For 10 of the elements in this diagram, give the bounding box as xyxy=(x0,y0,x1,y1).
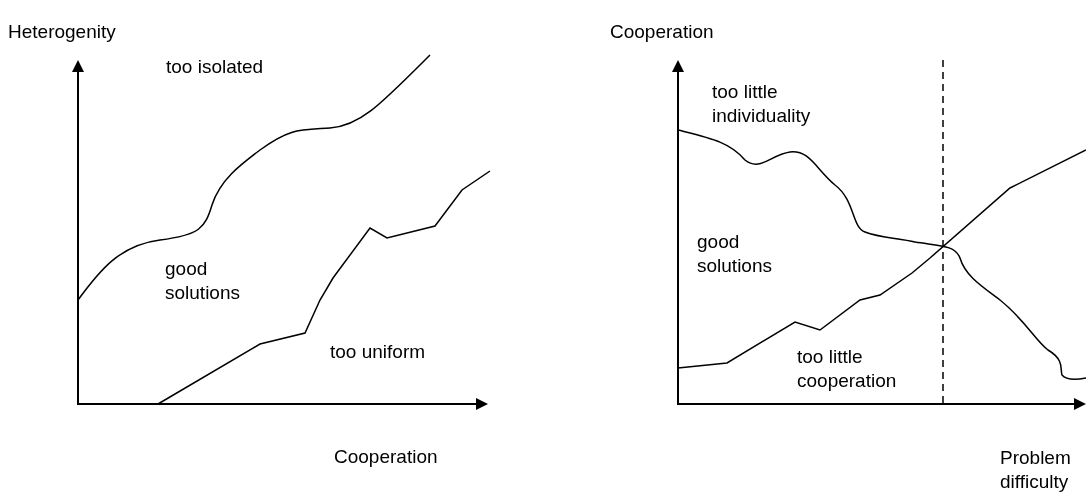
region-label: too isolated xyxy=(166,55,264,79)
region-label: too little individuality xyxy=(712,80,812,128)
region-label: too little cooperation xyxy=(797,345,898,393)
axis-title: Cooperation xyxy=(610,20,714,44)
region-label: too uniform xyxy=(330,340,426,364)
axis-title: Problem difficulty xyxy=(1000,446,1072,494)
axis-title: Heterogenity xyxy=(8,20,116,44)
axis-title: Cooperation xyxy=(334,445,438,469)
region-label: good solutions xyxy=(165,257,241,305)
region-label: good solutions xyxy=(697,230,773,278)
